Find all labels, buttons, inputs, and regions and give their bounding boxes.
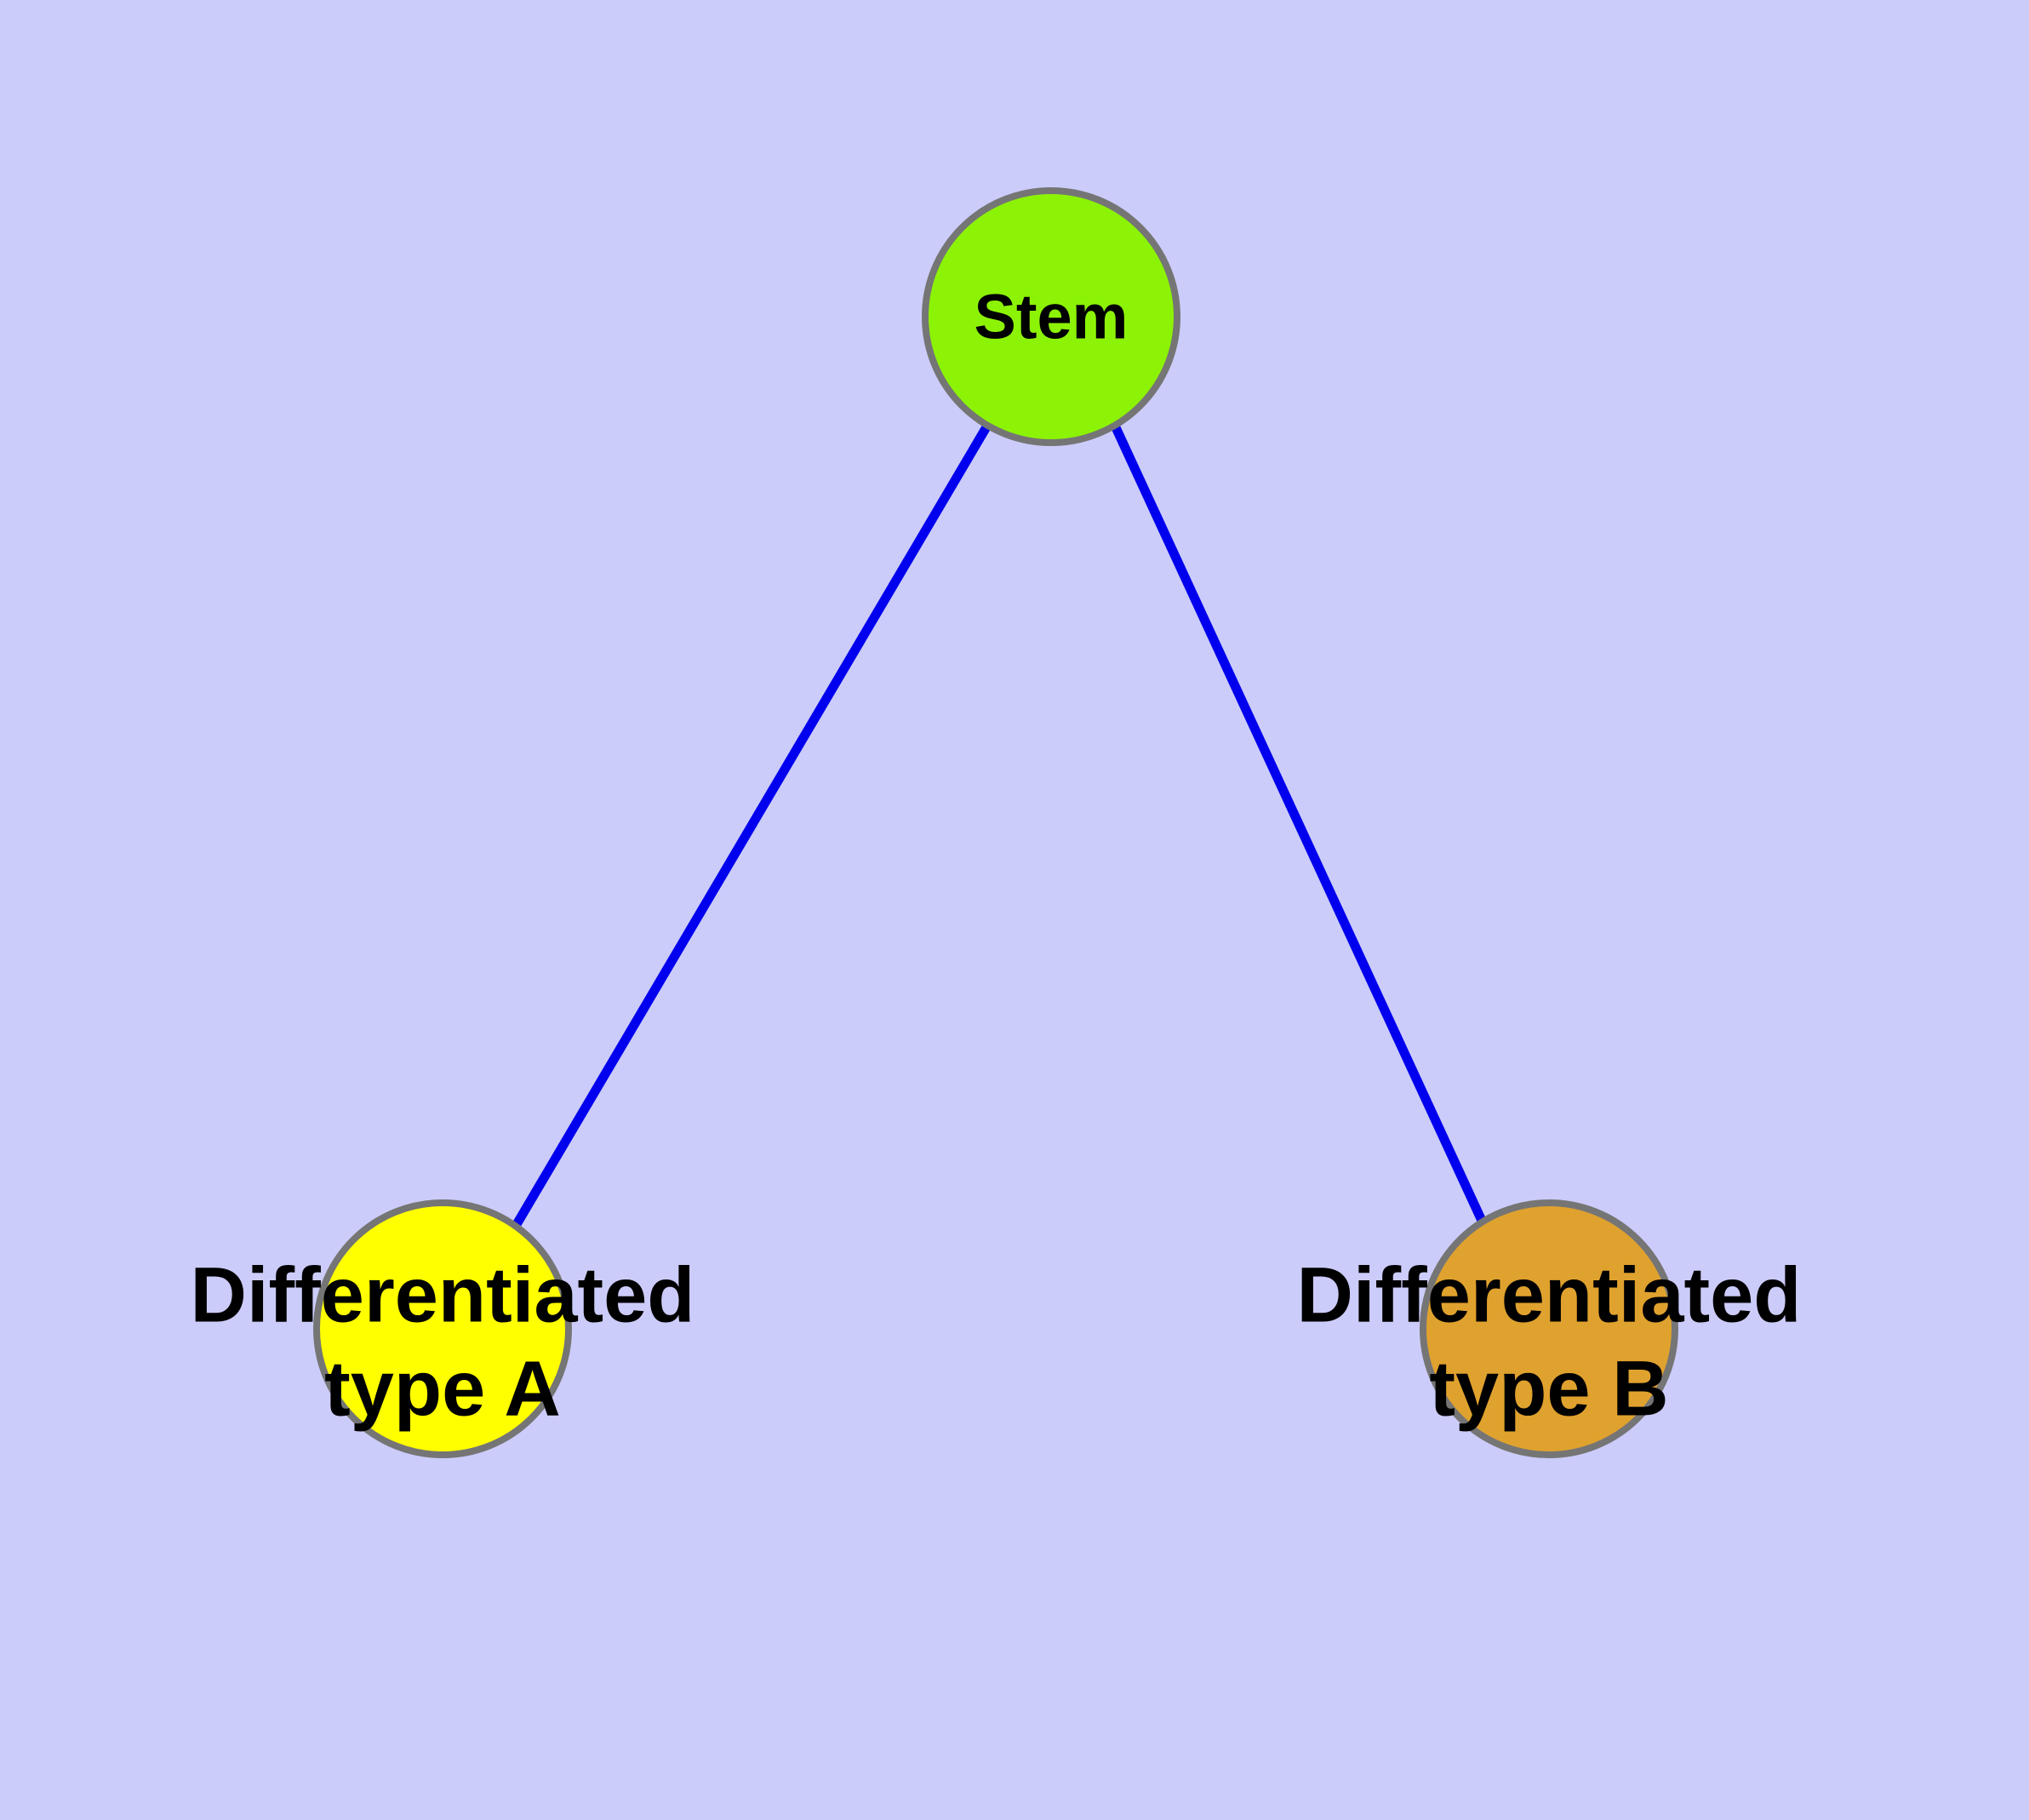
node-stem-label: Stem xyxy=(974,282,1129,352)
node-stem-circle[interactable] xyxy=(922,187,1180,446)
edge-layer xyxy=(512,423,1487,1228)
node-differentiated-type-b[interactable]: Differentiated type B xyxy=(1297,1199,1802,1458)
node-differentiated-type-a-label-line2: type A xyxy=(324,1345,561,1432)
node-differentiated-type-b-label-line1: Differentiated xyxy=(1297,1251,1802,1338)
node-differentiated-type-b-circle[interactable] xyxy=(1420,1199,1678,1458)
node-stem[interactable]: Stem xyxy=(922,187,1180,446)
edge-stem-to-differentiated-type-b[interactable] xyxy=(1111,423,1487,1225)
node-differentiated-type-b-label-line2: type B xyxy=(1429,1345,1668,1432)
node-differentiated-type-a[interactable]: Differentiated type A xyxy=(191,1199,695,1458)
node-layer: Stem Differentiated type A Differentiate… xyxy=(191,187,1802,1458)
edge-stem-to-differentiated-type-a[interactable] xyxy=(512,423,992,1228)
node-differentiated-type-a-label-line1: Differentiated xyxy=(191,1251,695,1338)
node-differentiated-type-a-circle[interactable] xyxy=(313,1199,572,1458)
